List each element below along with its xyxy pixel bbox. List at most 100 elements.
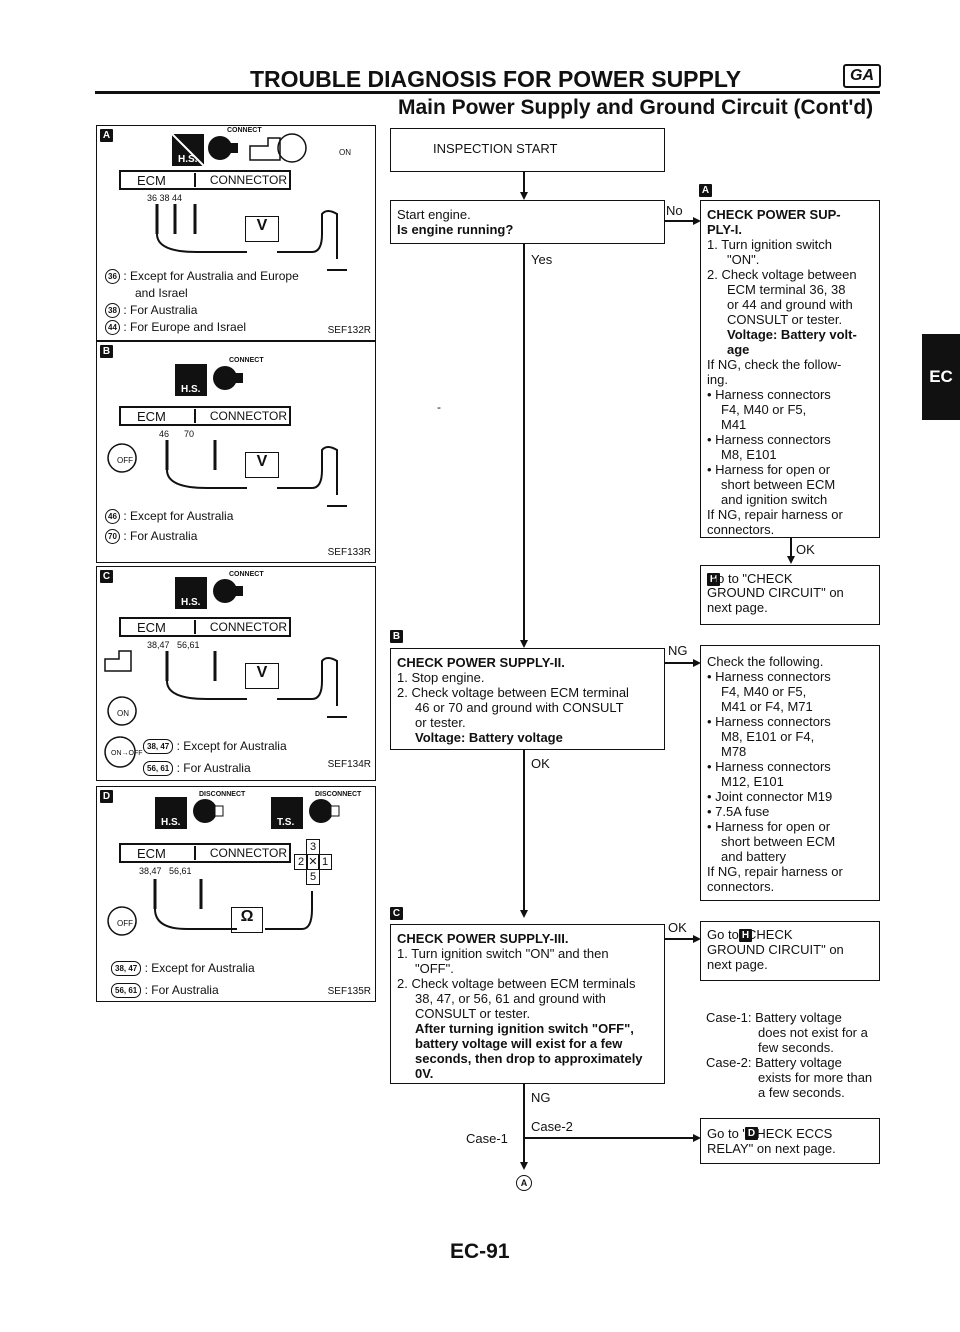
panel-c-tag: C [100, 570, 113, 583]
meter-wiring [165, 651, 347, 718]
connector-line [523, 1084, 525, 1164]
ignition-on-label: ON [117, 709, 129, 718]
check-power-supply-ii-box: CHECK POWER SUPPLY-II. 1. Stop engine. 2… [390, 648, 665, 750]
ng-text: ing. [707, 372, 728, 387]
connector-ids: M8, E101 [721, 447, 777, 462]
connector-line [523, 172, 525, 194]
check-following-box: Check the following. • Harness connector… [700, 645, 880, 901]
inspection-start-box: INSPECTION START [390, 128, 665, 172]
figure-ref: SEF135R [327, 986, 371, 997]
connector-label: CONNECTOR [193, 620, 287, 634]
note-row: 44 : For Europe and Israel [105, 319, 375, 336]
panel-b-notes: 46 : Except for Australia 70 : For Austr… [105, 506, 233, 546]
connector-ids: M41 or F4, M71 [721, 699, 813, 714]
ignition-on-label: ON [339, 148, 351, 157]
arrow-right [693, 1134, 701, 1142]
pin-numbers: 38,47 56,61 [139, 866, 192, 876]
ng-label: NG [668, 643, 688, 658]
connector-ids: M8, E101 or F4, [721, 729, 815, 744]
panel-d: D H.S. T.S. DISCONNECT DISCONNECT ECM CO… [96, 786, 376, 1002]
panel-c-notes: 38, 47 : Except for Australia 56, 61 : F… [143, 735, 287, 779]
arrow-right [693, 935, 701, 943]
figure-ref: SEF134R [327, 759, 371, 770]
pin-numbers: 36 38 44 [147, 193, 183, 203]
goto-ground-circuit-box: H Go to "CHECK GROUND CIRCUIT" on next p… [700, 565, 880, 625]
panel-a-tag: A [100, 129, 113, 142]
connector-label: CONNECTOR [193, 173, 287, 187]
step-text: 46 or 70 and ground with CONSULT [415, 700, 624, 715]
step-text: 2. Check voltage between ECM terminal [397, 685, 629, 700]
arrow-down [520, 910, 528, 918]
ignition-off-label: OFF [117, 919, 133, 928]
note-row: 56, 61 : For Australia [143, 757, 287, 779]
pin-numbers: 38,47 56,61 [147, 640, 200, 650]
goto-text: next page. [707, 600, 768, 616]
stray-dot: - [437, 400, 441, 414]
step-text: CONSULT or tester. [727, 312, 843, 327]
step-text: 1. Stop engine. [397, 670, 485, 685]
header-rule [95, 91, 880, 94]
step-text: "ON". [727, 252, 760, 267]
note-row: 36 : Except for Australia and Europe [105, 268, 375, 285]
case-notes: Case-1: Battery voltage does not exist f… [706, 1010, 884, 1100]
note-row: 38, 47 : Except for Australia [111, 957, 255, 979]
connector-line [665, 220, 695, 222]
relay-connector: 3 2 ✕ 1 5 [294, 839, 332, 887]
panel-d-notes: 38, 47 : Except for Australia 56, 61 : F… [111, 957, 255, 1001]
panel-d-tag: D [100, 790, 113, 803]
panel-a-notes: 36 : Except for Australia and Europe and… [105, 268, 375, 336]
ignition-on-off-icon [104, 736, 136, 768]
arrow-down [520, 640, 528, 648]
case-item: Case-1: Battery voltage [706, 1010, 842, 1025]
step-text: 38, 47, or 56, 61 and ground with [415, 991, 606, 1006]
ohmmeter-wiring [153, 879, 313, 930]
bullet-item: • Harness connectors [707, 714, 831, 729]
connector-line [665, 662, 695, 664]
goto-text: Go to "CHECK [707, 571, 793, 586]
ok-label: OK [531, 756, 550, 771]
step-text: ECM terminal 36, 38 [727, 282, 846, 297]
page-title: TROUBLE DIAGNOSIS FOR POWER SUPPLY [250, 66, 742, 92]
panel-b: B H.S. CONNECT ECM CONNECTOR 46 70 OFF V… [96, 341, 376, 563]
goto-text: GROUND CIRCUIT" on [707, 942, 844, 957]
connect-ignition-icons: H.S. [172, 133, 307, 167]
bold-note: seconds, then drop to approximately [415, 1051, 643, 1066]
ecm-connector-box: ECM CONNECTOR [119, 170, 291, 190]
no-label: No [666, 203, 683, 218]
disconnect-label: DISCONNECT [199, 791, 246, 798]
voltmeter-icon: V [245, 663, 279, 689]
connector-label: CONNECTOR [193, 409, 287, 423]
disconnect-label: DISCONNECT [315, 791, 362, 798]
check-b-tag: B [390, 630, 403, 643]
connect-label: CONNECT [229, 357, 264, 364]
ignition-off-label: OFF [117, 456, 133, 465]
step-text: 2. Check voltage between [707, 267, 857, 282]
bullet-cont: short between ECM [721, 477, 836, 492]
figure-ref: SEF132R [327, 325, 371, 336]
note-row: 46 : Except for Australia [105, 506, 233, 526]
repair-text: If NG, repair harness or [707, 864, 843, 879]
bullet-item: • 7.5A fuse [707, 804, 770, 819]
case-text: few seconds. [758, 1040, 834, 1055]
svg-text:H.S.: H.S. [181, 384, 201, 395]
connector-line [523, 1137, 695, 1139]
svg-text:H.S.: H.S. [178, 154, 198, 165]
meter-wiring [155, 204, 347, 271]
connector-dot [523, 1110, 525, 1112]
step-text: 1. Turn ignition switch "ON" and then [397, 946, 609, 961]
svg-text:H.S.: H.S. [181, 597, 201, 608]
check-a-tag: A [699, 184, 712, 197]
goto-eccs-relay-box: Go to "CHECK ECCS D RELAY" on next page. [700, 1118, 880, 1164]
connector-label: CONNECTOR [193, 846, 287, 860]
bullet-cont: short between ECM [721, 834, 836, 849]
ok-label: OK [668, 920, 687, 935]
box-title: PLY-I. [707, 222, 742, 237]
ignition-off-icon [107, 906, 137, 936]
figure-ref: SEF133R [327, 547, 371, 558]
question-text: Is engine running? [397, 222, 514, 237]
meter-wiring [165, 440, 347, 507]
arrow-right [693, 217, 701, 225]
bold-note: battery voltage will exist for a few [415, 1036, 623, 1051]
connect-icons: H.S. [175, 364, 243, 396]
panel-b-tag: B [100, 345, 113, 358]
